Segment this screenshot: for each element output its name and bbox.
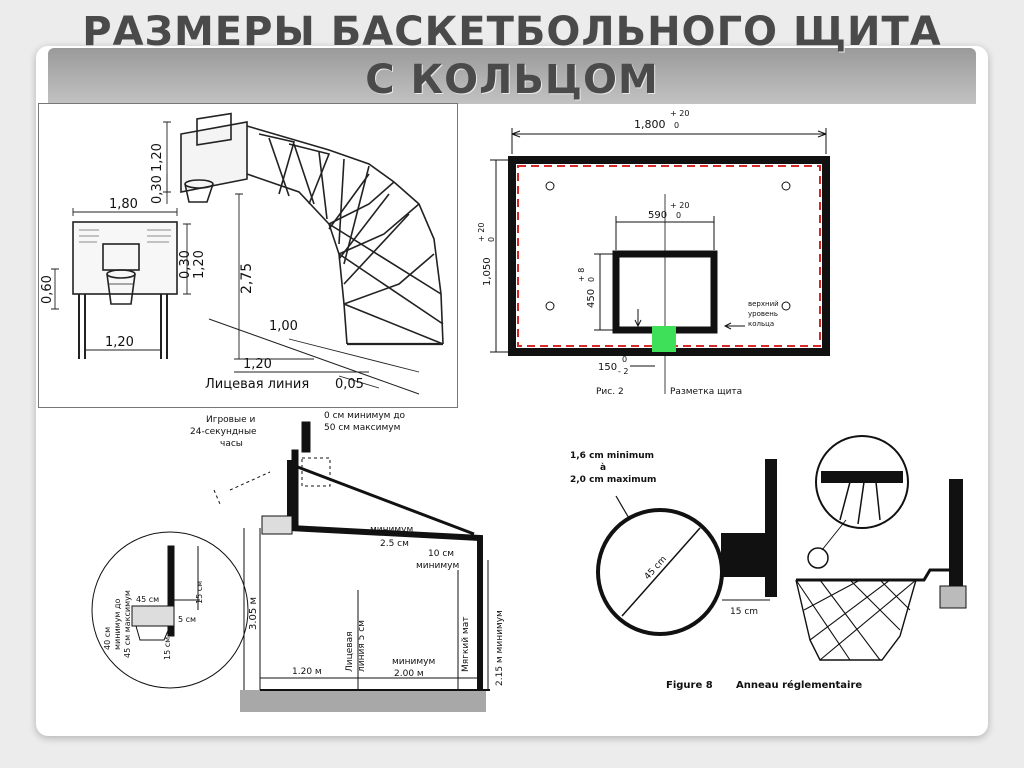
ring-level-note-3: кольца bbox=[748, 320, 774, 328]
dim-ring-height-small: 0,30 bbox=[150, 175, 165, 204]
bottom-tol-minus: - 2 bbox=[618, 367, 629, 376]
dim-board-height: 1,20 bbox=[150, 143, 165, 172]
base-right-2: 2.00 м bbox=[394, 669, 424, 679]
mat-label: Мягкий мат bbox=[461, 617, 471, 672]
dim-board-side: 1,20 bbox=[192, 250, 207, 279]
slide-title-line-2: С КОЛЬЦОМ bbox=[365, 57, 659, 103]
end-line-label: Лицевая линия bbox=[205, 377, 309, 392]
figure-caption: Рис. 2 bbox=[596, 387, 624, 397]
inner-width-tol-minus: 0 bbox=[676, 211, 681, 220]
shot-clock-2: 24-секундные bbox=[190, 427, 257, 437]
ring-note-1: 1,6 cm minimum bbox=[570, 451, 654, 461]
panel-court-side: Игровые и 24-секундные часы 0 см минимум… bbox=[70, 410, 510, 712]
dim-extension: 1,00 bbox=[269, 319, 298, 334]
zoom-ring: 45 см bbox=[136, 595, 159, 604]
inner-width-value: 590 bbox=[648, 210, 667, 221]
zoom-lower: 15 см bbox=[163, 637, 172, 660]
dim-base: 1,20 bbox=[243, 357, 272, 372]
dim-left-height: 0,60 bbox=[40, 275, 55, 304]
stand-drawing: 1,20 0,30 1,80 0,30 1,20 0,60 1,20 2,75 … bbox=[40, 112, 444, 395]
ring-regulation-drawing: 1,6 cm minimum à 2,0 cm maximum 45 cm 15… bbox=[570, 435, 967, 691]
zoom-1: 40 см bbox=[103, 627, 112, 650]
min-label-b: 10 см bbox=[428, 549, 454, 559]
ring-marker bbox=[652, 326, 676, 352]
dim-post-span: 1,20 bbox=[105, 335, 134, 350]
board-height-tol-minus: 0 bbox=[487, 237, 496, 242]
shot-clock-3: часы bbox=[220, 439, 243, 449]
top-note-1: 0 см минимум до bbox=[324, 411, 406, 421]
bottom-tol-plus: 0 bbox=[622, 355, 627, 364]
top-note-2: 50 см максимум bbox=[324, 423, 400, 433]
inner-height-value: 450 bbox=[586, 289, 597, 308]
base-right-1: минимум bbox=[392, 657, 435, 667]
board-height-value: 1,050 bbox=[482, 257, 493, 286]
slide-title: РАЗМЕРЫ БАСКЕТБОЛЬНОГО ЩИТА С КОЛЬЦОМ bbox=[0, 8, 1024, 104]
ring-level-note-1: верхний bbox=[748, 300, 779, 308]
court-side-drawing: Игровые и 24-секундные часы 0 см минимум… bbox=[91, 411, 505, 712]
figure-title: Разметка щита bbox=[670, 387, 742, 397]
height-left: 3.05 м bbox=[248, 597, 259, 630]
dim-ring-offset: 0,30 bbox=[178, 250, 193, 279]
end-line-2: линия 5 см bbox=[357, 620, 367, 672]
panel-3d-stand: 1,20 0,30 1,80 0,30 1,20 0,60 1,20 2,75 … bbox=[38, 103, 458, 408]
inner-height-tol-minus: 0 bbox=[587, 277, 596, 282]
slide-title-line-1: РАЗМЕРЫ БАСКЕТБОЛЬНОГО ЩИТА bbox=[82, 9, 942, 55]
ring-figure-label: Figure 8 bbox=[666, 680, 713, 691]
board-markings-drawing: 1,800 + 20 0 1,050 + 20 0 590 + 20 0 450… bbox=[477, 109, 830, 397]
height-right: 2.15 м минимум bbox=[495, 610, 505, 686]
min-label-b2: минимум bbox=[416, 561, 459, 571]
board-width-tol-plus: + 20 bbox=[670, 109, 689, 118]
panel-board-markings: 1,800 + 20 0 1,050 + 20 0 590 + 20 0 450… bbox=[470, 104, 976, 408]
ring-level-note-2: уровень bbox=[748, 310, 778, 318]
ring-note-2: à bbox=[600, 463, 606, 473]
panel-ring-regulation: 1,6 cm minimum à 2,0 cm maximum 45 cm 15… bbox=[560, 420, 980, 712]
inner-height-tol-plus: + 8 bbox=[577, 268, 586, 282]
board-height-tol-plus: + 20 bbox=[477, 223, 486, 242]
zoom-depth: 15 см bbox=[195, 581, 204, 604]
shot-clock-1: Игровые и bbox=[206, 415, 255, 425]
ring-note-3: 2,0 cm maximum bbox=[570, 475, 656, 485]
end-line-1: Лицевая bbox=[345, 631, 355, 672]
title-bar bbox=[48, 48, 976, 104]
dim-line-offset: 0,05 bbox=[335, 377, 364, 392]
zoom-gap: 5 см bbox=[178, 615, 196, 624]
base-left: 1.20 м bbox=[292, 667, 322, 677]
dim-board-width: 1,80 bbox=[109, 197, 138, 212]
bottom-value: 150 bbox=[598, 362, 617, 373]
inner-width-tol-plus: + 20 bbox=[670, 201, 689, 210]
dim-total-height: 2,75 bbox=[239, 263, 255, 294]
ring-figure-title: Anneau réglementaire bbox=[736, 679, 862, 691]
ring-offset: 15 cm bbox=[730, 607, 758, 617]
zoom-3: 45 см максимум bbox=[123, 590, 132, 658]
zoom-2: минимум до bbox=[113, 598, 122, 650]
min-label-a: минимум bbox=[370, 525, 413, 535]
board-width-tol-minus: 0 bbox=[674, 121, 679, 130]
board-width-value: 1,800 bbox=[634, 118, 666, 131]
min-value-a: 2.5 см bbox=[380, 539, 409, 549]
